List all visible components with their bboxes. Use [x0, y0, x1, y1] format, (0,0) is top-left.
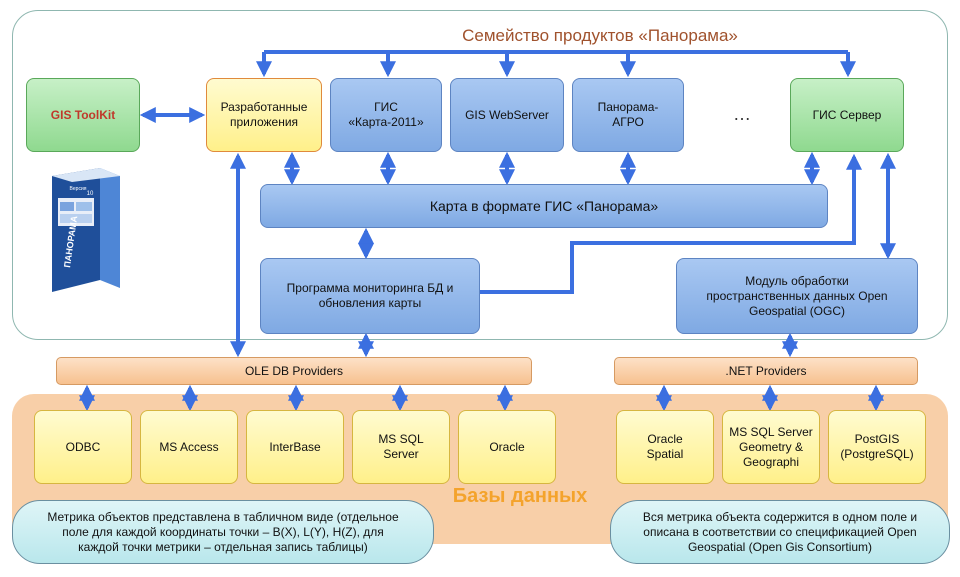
gis-server-box: ГИС Сервер [790, 78, 904, 152]
monitoring-label: Программа мониторинга БД и обновления ка… [286, 281, 454, 310]
gis-webserver-label: GIS WebServer [465, 107, 549, 122]
note-ogc-metric: Вся метрика объекта содержится в одном п… [610, 500, 950, 564]
panorama-product-box-image: Версия 10 ПАНОРАМА [52, 168, 120, 292]
db-oracle-spatial-box: Oracle Spatial [616, 410, 714, 484]
product-version-label: Версия [70, 186, 87, 192]
db-interbase-box: InterBase [246, 410, 344, 484]
db-ms-sql-server-label: MS SQL Server [378, 432, 424, 461]
gis-karta-box: ГИС «Карта-2011» [330, 78, 442, 152]
dotnet-providers-bar: .NET Providers [614, 357, 918, 385]
note-ogc-metric-text: Вся метрика объекта содержится в одном п… [642, 509, 918, 554]
databases-title: Базы данных [452, 485, 588, 507]
gis-toolkit-box: GIS ToolKit [26, 78, 140, 152]
gis-server-label: ГИС Сервер [812, 107, 882, 122]
db-postgis-label: PostGIS (PostgreSQL) [840, 432, 914, 461]
panorama-agro-box: Панорама-АГРО [572, 78, 684, 152]
map-format-box: Карта в формате ГИС «Панорама» [260, 184, 828, 228]
dotnet-providers-label: .NET Providers [725, 363, 807, 378]
developed-apps-box: Разработанные приложения [206, 78, 322, 152]
db-odbc-box: ODBC [34, 410, 132, 484]
db-oracle-label: Oracle [489, 439, 525, 454]
oledb-providers-label: OLE DB Providers [244, 363, 344, 378]
panorama-agro-label: Панорама-АГРО [597, 100, 659, 129]
map-format-label: Карта в формате ГИС «Панорама» [429, 197, 659, 214]
ogc-module-label: Модуль обработки пространственных данных… [706, 273, 888, 318]
gis-karta-label: ГИС «Карта-2011» [348, 100, 424, 129]
ogc-module-box: Модуль обработки пространственных данных… [676, 258, 918, 334]
gis-webserver-box: GIS WebServer [450, 78, 564, 152]
db-ms-sql-server-box: MS SQL Server [352, 410, 450, 484]
family-title: Семейство продуктов «Панорама» [462, 26, 738, 45]
note-table-metric: Метрика объектов представлена в таблично… [12, 500, 434, 564]
product-version-number: 10 [87, 191, 94, 197]
developed-apps-label: Разработанные приложения [220, 100, 308, 129]
monitoring-box: Программа мониторинга БД и обновления ка… [260, 258, 480, 334]
db-odbc-label: ODBC [65, 439, 101, 454]
db-oracle-spatial-label: Oracle Spatial [646, 432, 684, 461]
gis-toolkit-label: GIS ToolKit [50, 107, 116, 122]
db-ms-access-label: MS Access [159, 439, 219, 454]
db-oracle-box: Oracle [458, 410, 556, 484]
db-interbase-label: InterBase [269, 439, 321, 454]
oledb-providers-bar: OLE DB Providers [56, 357, 532, 385]
db-ms-sql-geometry-label: MS SQL Server Geometry & Geographi [729, 424, 813, 469]
note-table-metric-text: Метрика объектов представлена в таблично… [47, 509, 399, 554]
db-ms-sql-geometry-box: MS SQL Server Geometry & Geographi [722, 410, 820, 484]
db-ms-access-box: MS Access [140, 410, 238, 484]
db-postgis-box: PostGIS (PostgreSQL) [828, 410, 926, 484]
more-products-ellipsis: … [733, 104, 751, 124]
